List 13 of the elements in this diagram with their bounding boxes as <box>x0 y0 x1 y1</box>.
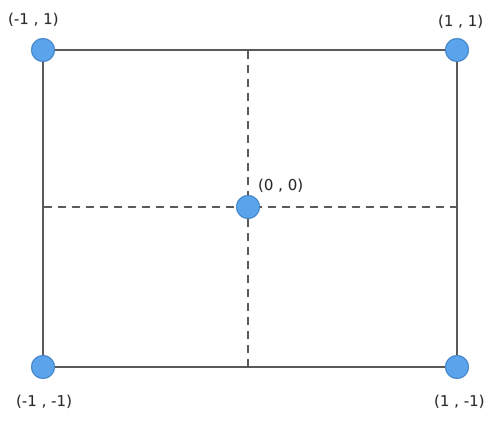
point-dot <box>31 355 55 379</box>
coordinate-label: (0 , 0) <box>258 176 304 194</box>
square-side-line <box>456 62 458 355</box>
point-dot <box>31 38 55 62</box>
point-dot <box>236 195 260 219</box>
coordinate-label: (-1 , -1) <box>16 392 72 410</box>
square-side-line <box>55 49 445 51</box>
coordinate-label: (1 , -1) <box>434 392 485 410</box>
point-dot <box>445 355 469 379</box>
point-dot <box>445 38 469 62</box>
coordinate-label: (1 , 1) <box>438 12 484 30</box>
coordinate-label: (-1 , 1) <box>8 10 59 28</box>
square-side-line <box>42 62 44 355</box>
